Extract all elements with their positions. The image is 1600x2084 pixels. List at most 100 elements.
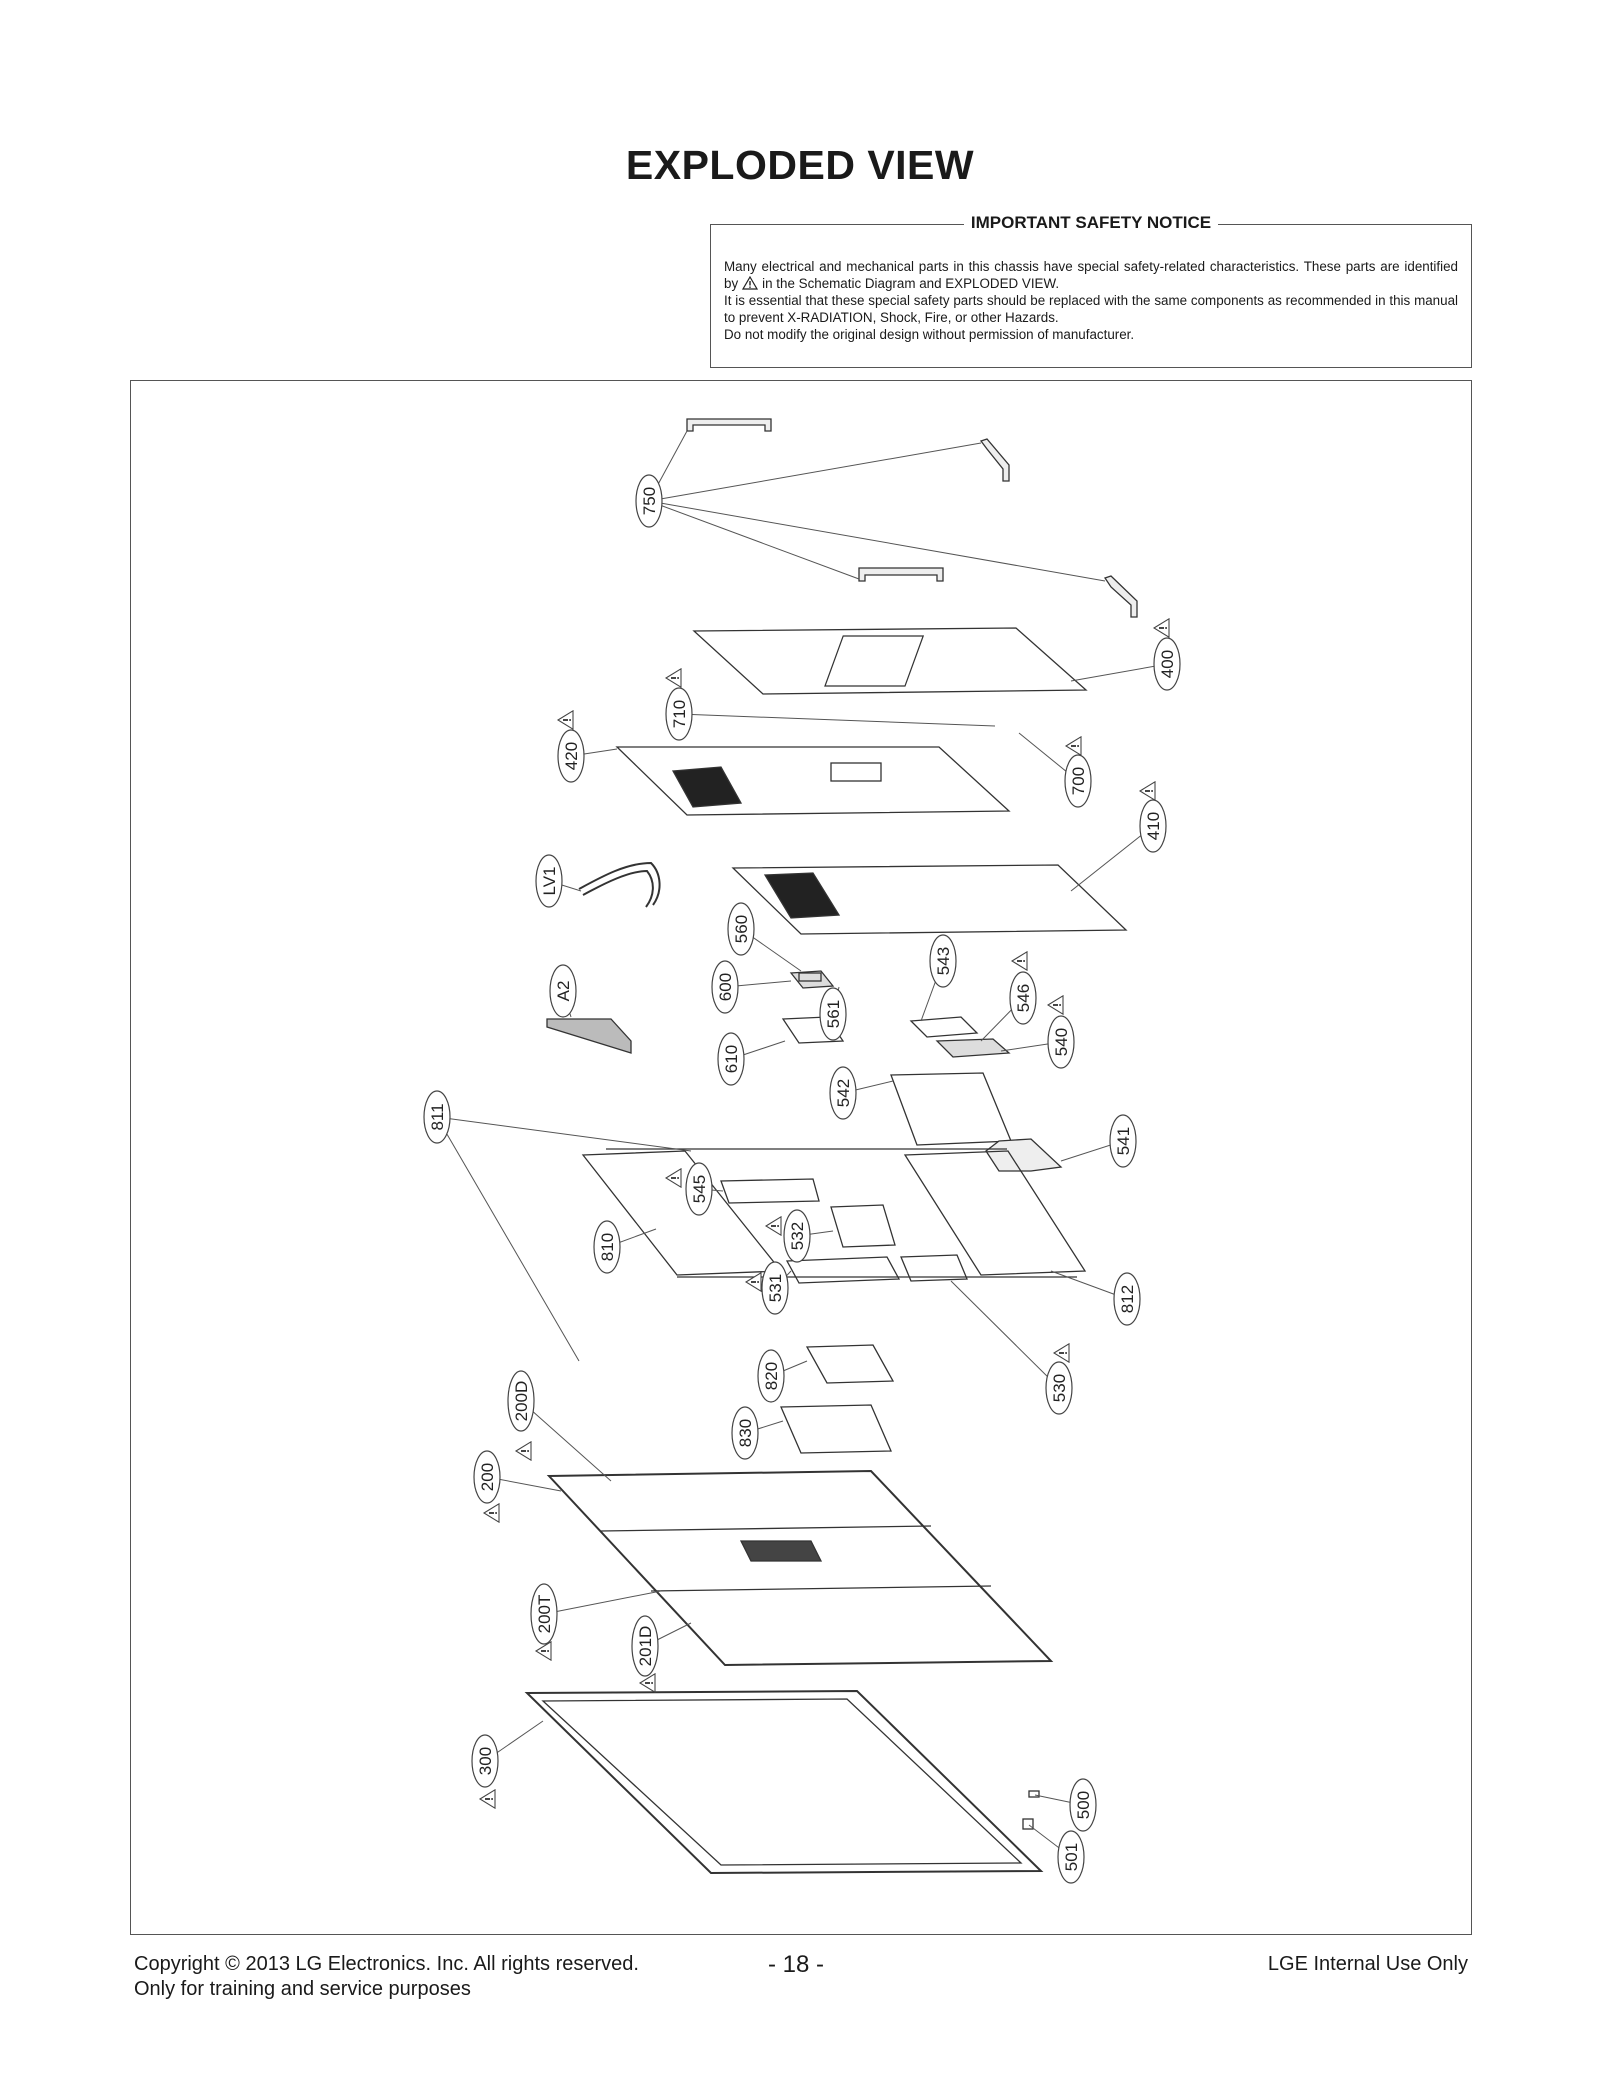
chassis-200 (546, 1469, 1054, 1667)
callout-561: 561 (819, 987, 847, 1041)
callout-oval (535, 854, 563, 908)
callout-label: 410 (1144, 812, 1163, 840)
warning-triangle-icon (1047, 995, 1064, 1015)
handle-part (686, 418, 772, 432)
leader-line-200T (543, 1590, 662, 1615)
callout-820: 820 (757, 1349, 785, 1403)
warning-triangle-icon (1011, 951, 1028, 971)
leader-line-811 (436, 1116, 692, 1152)
callout-label: 610 (722, 1045, 741, 1073)
part-illustrations (524, 418, 1138, 1875)
callout-label: 811 (428, 1103, 447, 1130)
vent-420 (671, 766, 743, 808)
purpose-text: Only for training and service purposes (134, 1978, 471, 2000)
callout-410: 410 (1139, 799, 1167, 853)
callout-543: 543 (929, 934, 957, 988)
handle-part (858, 567, 944, 582)
callout-oval (593, 1220, 621, 1274)
back-cover-400 (692, 627, 1088, 695)
callout-oval (665, 687, 693, 741)
callout-300: 300 (471, 1734, 499, 1788)
cover-410 (731, 864, 1128, 935)
callout-label: 540 (1052, 1028, 1071, 1056)
callout-label: 700 (1069, 767, 1088, 795)
board-530 (900, 1254, 968, 1282)
board-540 (935, 1038, 1011, 1058)
callout-oval (727, 902, 755, 956)
leader-line-410 (1070, 825, 1154, 892)
leader-line-750 (648, 500, 1106, 582)
callout-200D: 200D (507, 1370, 535, 1432)
board-542 (890, 1072, 1012, 1146)
footer-left: Copyright © 2013 LG Electronics. Inc. Al… (134, 1952, 639, 2002)
callout-oval (1113, 1272, 1141, 1326)
warning-triangle-icon (1139, 781, 1156, 801)
callout-label: 710 (670, 700, 689, 728)
board-531 (785, 1256, 901, 1284)
callout-oval (557, 729, 585, 783)
safety-warning-markers (479, 618, 1170, 1809)
callout-label: 530 (1050, 1374, 1069, 1402)
callout-541: 541 (1109, 1114, 1137, 1168)
callout-oval (473, 1450, 501, 1504)
warning-triangle-icon (665, 1168, 682, 1188)
notice-line-2: It is essential that these special safet… (724, 293, 1458, 325)
callout-label: 810 (598, 1233, 617, 1261)
callout-oval (1045, 1361, 1073, 1415)
callout-oval (423, 1090, 451, 1144)
callout-810: 810 (593, 1220, 621, 1274)
part-callouts: 750400710420700410LV1560543600561546A254… (423, 474, 1181, 1884)
callout-542: 542 (829, 1066, 857, 1120)
safety-notice-box: IMPORTANT SAFETY NOTICE Many electrical … (710, 213, 1472, 368)
callout-oval (783, 1209, 811, 1263)
cable-lv1 (578, 861, 661, 908)
warning-triangle-icon (1053, 1343, 1070, 1363)
warning-triangle-icon (515, 1441, 532, 1461)
sheet-830 (780, 1404, 892, 1454)
board-541 (985, 1138, 1063, 1172)
callout-200: 200 (473, 1450, 501, 1504)
callout-201D: 201D (631, 1615, 659, 1677)
handle-part (979, 438, 1010, 482)
callout-532: 532 (783, 1209, 811, 1263)
warning-triangle-icon (665, 668, 682, 688)
callout-label: 820 (762, 1362, 781, 1390)
callout-A2: A2 (549, 964, 577, 1018)
callout-label: 531 (766, 1274, 785, 1302)
leader-line-400 (1070, 663, 1168, 682)
warning-triangle-icon (742, 276, 759, 290)
notice-line-3: Do not modify the original design withou… (724, 327, 1135, 342)
callout-oval (635, 474, 663, 528)
safety-notice-body: Many electrical and mechanical parts in … (724, 258, 1458, 343)
warning-triangle-icon (639, 1673, 656, 1693)
leader-line-750 (648, 442, 982, 502)
callout-label: 500 (1074, 1791, 1093, 1819)
callout-label: LV1 (540, 867, 559, 896)
callout-710: 710 (665, 687, 693, 741)
callout-label: 545 (690, 1175, 709, 1203)
frame-bracket-812 (903, 1150, 1087, 1276)
callout-label: 546 (1014, 984, 1033, 1012)
callout-oval (1153, 637, 1181, 691)
sheet-820 (805, 1344, 895, 1384)
callout-label: 200T (535, 1595, 554, 1634)
page-number: - 18 - (768, 1951, 825, 1978)
callout-700: 700 (1064, 754, 1092, 808)
callout-label: 541 (1114, 1127, 1133, 1155)
board-543 (909, 1016, 979, 1038)
board-610 (781, 1016, 845, 1044)
callout-oval (1064, 754, 1092, 808)
callout-oval (530, 1583, 558, 1645)
leader-line-811 (436, 1116, 580, 1362)
callout-400: 400 (1153, 637, 1181, 691)
warning-triangle-icon (1153, 618, 1170, 638)
warning-triangle-icon (557, 710, 574, 730)
front-frame-300 (524, 1689, 1044, 1875)
callout-LV1: LV1 (535, 854, 563, 908)
safety-notice-heading: IMPORTANT SAFETY NOTICE (963, 213, 1219, 232)
callout-label: A2 (554, 981, 573, 1002)
callout-200T: 200T (530, 1583, 558, 1645)
warning-triangle-icon (479, 1789, 496, 1809)
callout-oval (761, 1261, 789, 1315)
